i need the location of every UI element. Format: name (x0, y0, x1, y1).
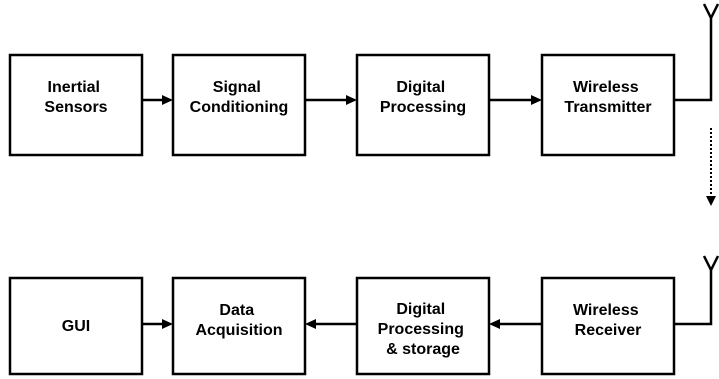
block-data-acquisition-label: Data Acquisition (195, 302, 282, 339)
arrow-receiver-to-processing (489, 319, 542, 329)
block-inertial-sensors-box (8, 53, 144, 157)
block-wireless-receiver: Wireless Receiver (540, 276, 676, 376)
block-wireless-transmitter-label: Wireless Transmitter (564, 79, 651, 116)
arrow-sensors-to-conditioning (142, 95, 173, 105)
block-wireless-receiver-box (540, 276, 676, 376)
block-digital-processing-storage: Digital Processing & storage (355, 276, 491, 376)
arrow-conditioning-to-processing (305, 95, 357, 105)
arrow-processing-to-transmitter (489, 95, 542, 105)
block-digital-processing-box (355, 53, 491, 157)
block-wireless-transmitter-box (540, 53, 676, 157)
arrow-processing-to-acquisition (305, 319, 357, 329)
block-digital-processing-storage-box (355, 276, 491, 376)
block-digital-processing: Digital Processing (355, 53, 491, 157)
block-signal-conditioning-box (171, 53, 307, 157)
block-digital-processing-storage-label: Digital Processing & storage (378, 301, 469, 358)
block-data-acquisition: Data Acquisition (171, 276, 307, 376)
block-gui-box (8, 276, 144, 376)
antenna-receiver-icon (674, 255, 719, 326)
block-wireless-receiver-label: Wireless Receiver (573, 302, 643, 339)
block-digital-processing-label: Digital Processing (380, 79, 466, 116)
block-signal-conditioning-label: Signal Conditioning (190, 79, 289, 116)
arrow-gui-to-acquisition (142, 319, 173, 329)
block-inertial-sensors-label: Inertial Sensors (44, 79, 107, 116)
block-wireless-transmitter: Wireless Transmitter (540, 53, 676, 157)
block-signal-conditioning: Signal Conditioning (171, 53, 307, 157)
wireless-link-arrow (706, 128, 716, 206)
antenna-transmitter-icon (674, 3, 719, 102)
block-gui: GUI (8, 276, 144, 376)
block-data-acquisition-box (171, 276, 307, 376)
block-inertial-sensors: Inertial Sensors (8, 53, 144, 157)
block-gui-label: GUI (62, 318, 90, 335)
